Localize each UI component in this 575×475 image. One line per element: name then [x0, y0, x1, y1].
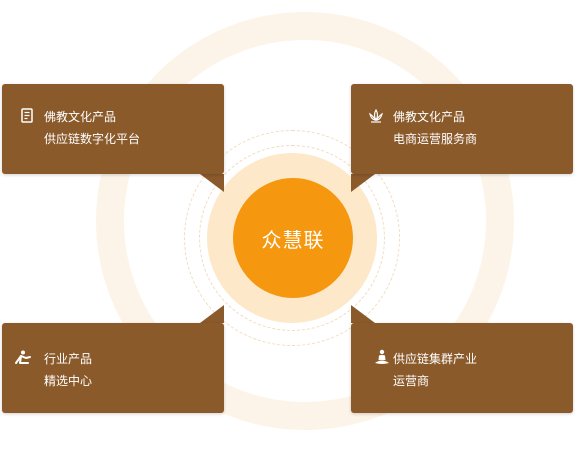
card-title: 佛教文化产品	[393, 110, 466, 124]
card-title: 供应链集群产业	[393, 352, 478, 366]
card-selection-center: 行业产品 精选中心	[2, 323, 224, 413]
card-text: 佛教文化产品 供应链数字化平台	[44, 106, 140, 150]
card-subtitle: 运营商	[393, 374, 430, 388]
core-label: 众慧联	[261, 227, 325, 252]
pointer-bottom-left	[200, 305, 224, 323]
card-subtitle: 供应链数字化平台	[44, 132, 141, 146]
dashed-ring-outer	[184, 130, 400, 346]
pointer-bottom-right	[351, 305, 375, 323]
meditation-icon	[375, 349, 389, 364]
core-node: 众慧联	[233, 178, 353, 298]
worship-icon	[15, 350, 31, 364]
card-text: 供应链集群产业 运营商	[393, 348, 477, 392]
card-cluster-operator: 供应链集群产业 运营商	[351, 323, 573, 413]
card-title: 佛教文化产品	[44, 110, 117, 124]
card-title: 行业产品	[44, 352, 93, 366]
card-supply-chain-platform: 佛教文化产品 供应链数字化平台	[2, 84, 224, 174]
pointer-top-left	[200, 174, 224, 192]
book-icon	[21, 108, 33, 123]
card-subtitle: 电商运营服务商	[393, 132, 478, 146]
card-text: 行业产品 精选中心	[44, 348, 92, 392]
lotus-icon	[369, 108, 383, 123]
pointer-top-right	[351, 174, 375, 192]
card-subtitle: 精选中心	[44, 374, 93, 388]
dashed-ring-inner	[199, 145, 385, 331]
card-ecommerce-operator: 佛教文化产品 电商运营服务商	[351, 84, 573, 174]
card-text: 佛教文化产品 电商运营服务商	[393, 106, 477, 150]
